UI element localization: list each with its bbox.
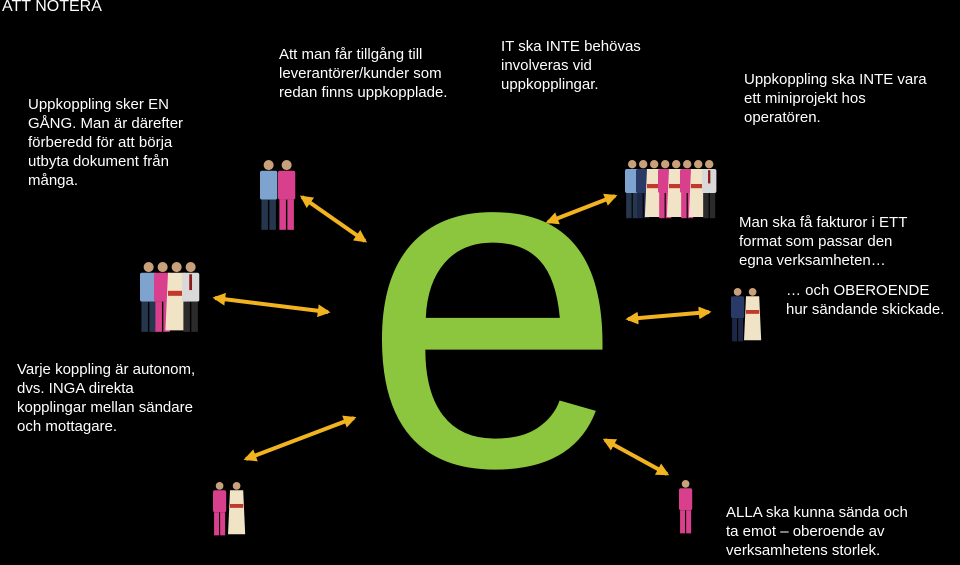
business-person-icon — [278, 160, 296, 230]
note-autonomous: Varje koppling är autonom, dvs. INGA dir… — [17, 361, 196, 435]
note-independent: … och OBEROENDE hur sändande skickade. — [786, 282, 945, 318]
slide-title: ATT NOTERA — [2, 0, 102, 15]
double-headed-arrow-icon — [545, 193, 618, 225]
figure-group-top-left — [260, 160, 296, 230]
note-all: ALLA ska kunna sända och ta emot – obero… — [726, 504, 908, 559]
note-operator: Uppkoppling ska INTE vara ett miniprojek… — [744, 71, 927, 126]
figure-group-mid-left — [140, 262, 200, 332]
business-person-icon — [140, 262, 158, 332]
center-e-logo: e — [362, 40, 624, 565]
note-invoice: Man ska få fakturor i ETT format som pas… — [739, 214, 908, 269]
figure-group-top-right — [625, 160, 717, 219]
note-access: Att man får tillgång till leverantörer/k… — [279, 46, 448, 101]
business-person-icon — [182, 262, 200, 332]
business-person-icon — [625, 160, 640, 219]
business-person-icon — [744, 288, 762, 341]
business-person-icon — [731, 288, 745, 342]
business-person-icon — [228, 482, 246, 535]
double-headed-arrow-icon — [243, 415, 357, 462]
figure-group-bottom-left — [213, 482, 246, 536]
business-person-icon — [702, 160, 717, 219]
business-person-icon — [213, 482, 227, 536]
double-headed-arrow-icon — [602, 438, 670, 476]
business-person-icon — [679, 480, 693, 534]
double-headed-arrow-icon — [212, 292, 331, 318]
business-person-icon — [260, 160, 278, 230]
double-headed-arrow-icon — [299, 195, 368, 243]
figure-group-mid-right — [731, 288, 762, 342]
note-once: Uppkoppling sker EN GÅNG. Man är därefte… — [28, 96, 184, 189]
note-it: IT ska INTE behövas involveras vid uppko… — [501, 38, 641, 93]
figure-group-bottom-right — [679, 480, 693, 534]
double-headed-arrow-icon — [625, 306, 712, 325]
